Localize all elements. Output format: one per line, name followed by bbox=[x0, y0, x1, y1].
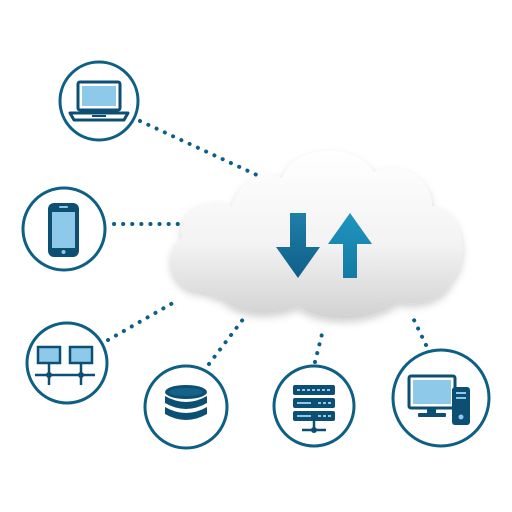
connector-server bbox=[313, 332, 324, 364]
phone-node bbox=[21, 186, 107, 272]
network-computers-icon bbox=[35, 345, 95, 385]
server-rack-icon bbox=[293, 385, 335, 433]
laptop-node bbox=[58, 60, 140, 142]
connectors bbox=[106, 119, 428, 366]
laptop-icon bbox=[68, 80, 130, 122]
up-down-arrows-icon bbox=[276, 213, 372, 278]
smartphone-icon bbox=[48, 203, 79, 257]
download-arrow-icon bbox=[276, 213, 320, 278]
cloud-icon bbox=[170, 150, 463, 319]
desktop-node bbox=[391, 348, 491, 448]
desktop-computer-icon bbox=[407, 374, 470, 425]
connector-network bbox=[106, 298, 180, 342]
database-icon bbox=[165, 385, 207, 420]
connector-desktop bbox=[412, 318, 428, 347]
connector-laptop bbox=[138, 119, 274, 184]
connector-database bbox=[207, 316, 246, 366]
database-node bbox=[143, 364, 229, 450]
upload-arrow-icon bbox=[328, 213, 372, 278]
server-node bbox=[272, 364, 356, 448]
network-node bbox=[25, 321, 109, 405]
